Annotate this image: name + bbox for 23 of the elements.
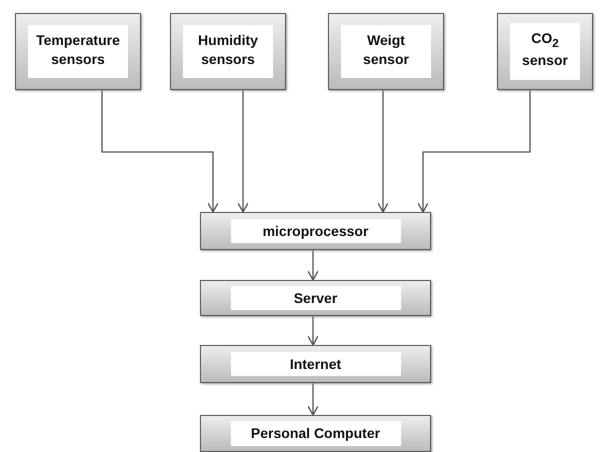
arrow [307, 250, 319, 281]
process-box [200, 415, 431, 452]
process-box [170, 13, 286, 90]
arrow [377, 90, 389, 213]
node-label: Humidity sensors [183, 25, 273, 78]
arrow [307, 383, 319, 416]
arrow [417, 90, 531, 213]
arrow [237, 90, 249, 213]
process-box [15, 13, 141, 90]
arrow [101, 90, 219, 213]
node-label: Weigt sensor [341, 25, 431, 78]
node-label: CO$_{2}$ sensor [510, 23, 580, 80]
process-box [200, 280, 431, 316]
node-label: Personal Computer [230, 421, 400, 446]
node-label: microprocessor [230, 218, 400, 244]
node-label: Internet [230, 352, 400, 376]
arrow [307, 316, 319, 346]
process-box [328, 13, 444, 90]
node-label: Server [230, 286, 400, 310]
process-box [497, 13, 593, 90]
process-box [200, 345, 431, 383]
process-box [200, 212, 431, 250]
node-label: Temperature sensors [28, 25, 128, 78]
